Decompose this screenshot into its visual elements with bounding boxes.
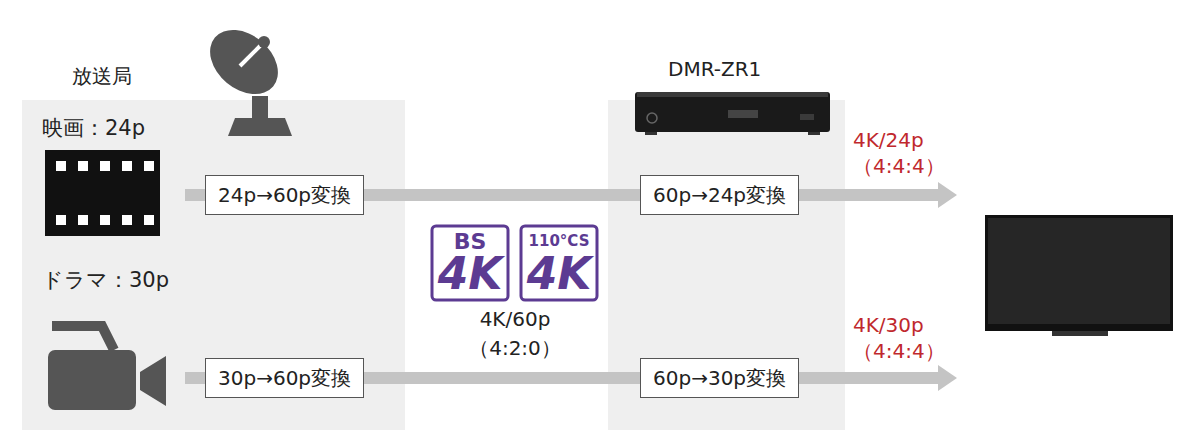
- process-box: 30p→60p変換: [205, 358, 364, 398]
- film-hole: [122, 215, 132, 225]
- connector-line: [364, 189, 640, 201]
- film-hole: [56, 215, 66, 225]
- film-body: [45, 150, 160, 236]
- recorder-body: [635, 92, 830, 132]
- tv-screen: [988, 218, 1170, 324]
- film-hole: [122, 161, 132, 171]
- text-label: ドラマ：30p: [42, 268, 169, 293]
- text-label: 110°CS: [521, 232, 597, 250]
- cs4k-logo-frame: [521, 226, 597, 300]
- film-hole: [144, 215, 154, 225]
- film-holes: [56, 161, 154, 225]
- recorder-foot: [808, 132, 820, 135]
- film-strip-icon: [45, 150, 160, 236]
- bs4k-logo-frame: [432, 226, 508, 300]
- dish-neck: [252, 96, 268, 120]
- text-label: 映画：24p: [42, 116, 145, 141]
- recorder-illustration: [635, 92, 830, 135]
- box-text: 60p→30p変換: [653, 366, 786, 390]
- film-hole: [78, 215, 88, 225]
- recorder-display: [728, 110, 758, 118]
- group-panel: DMR-ZR160p→24p変換60p→30p変換: [608, 100, 845, 430]
- film-hole: [100, 161, 110, 171]
- dish-base: [228, 118, 292, 136]
- dish-feed: [240, 44, 262, 66]
- connector: [364, 378, 640, 379]
- output-arrowhead: [938, 365, 957, 391]
- output-arrow: [790, 189, 940, 201]
- box-text: 60p→24p変換: [653, 183, 786, 207]
- box-text: 30p→60p変換: [218, 366, 351, 390]
- text-label: （4:4:4）: [853, 154, 945, 178]
- camera-body: [48, 350, 136, 410]
- group-panel: 放送局24p→60p変換30p→60p変換: [22, 100, 405, 430]
- tv-frame: [985, 215, 1173, 331]
- connector: [364, 195, 640, 196]
- film-hole: [78, 161, 88, 171]
- video-camera-icon: [48, 326, 166, 410]
- recorder-button: [647, 113, 657, 123]
- satellite-dish-icon: [198, 17, 292, 136]
- recorder-port: [800, 114, 814, 120]
- camera-lens: [140, 356, 166, 406]
- box-text: 24p→60p変換: [218, 183, 351, 207]
- output-arrowhead: [938, 182, 957, 208]
- text-label: 4K: [432, 252, 508, 296]
- tv-stand: [1052, 331, 1108, 336]
- film-hole: [100, 215, 110, 225]
- text-label: （4:4:4）: [853, 339, 945, 363]
- process-box: 60p→24p変換: [640, 175, 799, 215]
- recorder-top: [637, 92, 828, 97]
- text-label: 4K: [521, 252, 597, 296]
- tv-illustration: [985, 215, 1173, 336]
- text-label: 4K/60p: [455, 307, 575, 331]
- recorder-foot: [645, 132, 657, 135]
- connector-line: [364, 372, 640, 384]
- process-box: 60p→30p変換: [640, 358, 799, 398]
- panel-heading: 放送局: [72, 64, 132, 88]
- process-box: 24p→60p変換: [205, 175, 364, 215]
- text-label: （4:2:0）: [455, 336, 575, 360]
- film-hole: [56, 161, 66, 171]
- text-label: 4K/24p: [853, 128, 924, 152]
- camera-handle: [52, 326, 114, 350]
- dish-bowl: [198, 17, 291, 107]
- film-hole: [144, 161, 154, 171]
- output-arrow: [790, 372, 940, 384]
- text-label: 4K/30p: [853, 313, 924, 337]
- panel-fill: [22, 100, 405, 430]
- dish-horn: [258, 36, 270, 48]
- panel-heading: DMR-ZR1: [668, 57, 761, 81]
